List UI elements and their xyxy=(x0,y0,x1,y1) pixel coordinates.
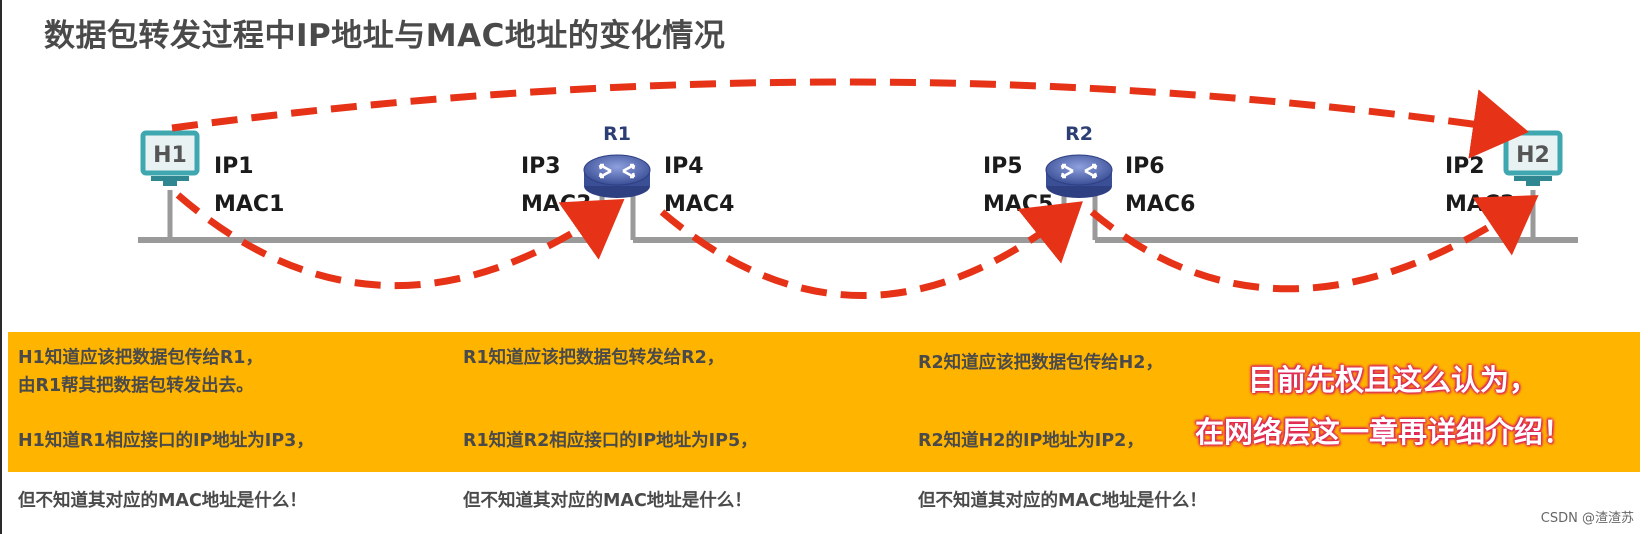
r1-right-ip-label: IP4 xyxy=(664,154,704,179)
page-title: 数据包转发过程中IP地址与MAC地址的变化情况 xyxy=(44,18,726,54)
arrow-r2-to-h2 xyxy=(1089,195,1539,293)
col1-line4: 但不知道其对应的MAC地址是什么！ xyxy=(18,491,307,511)
arrow-r1-to-r2 xyxy=(659,201,1083,299)
host-h2-icon: H2 xyxy=(1503,130,1563,186)
arrow-h1-to-h2 xyxy=(171,78,1529,159)
r1-left-ip-label: IP3 xyxy=(521,154,561,179)
col2-line3: R1知道R2相应接口的IP地址为IP5， xyxy=(463,431,758,451)
watermark: CSDN @渣渣苏 xyxy=(1540,511,1634,526)
col1-line3: H1知道R1相应接口的IP地址为IP3， xyxy=(18,431,314,451)
r1-left-mac-label: MAC3 xyxy=(521,192,591,217)
highlight-note-line2: 在网络层这一章再详细介绍！ xyxy=(1195,415,1573,449)
col2-line1: R1知道应该把数据包转发给R2， xyxy=(463,348,725,368)
r2-left-ip-label: IP5 xyxy=(983,154,1023,179)
h2-name: H2 xyxy=(1516,143,1550,168)
r1-name: R1 xyxy=(603,123,631,145)
col1-line2: 由R1帮其把数据包转发出去。 xyxy=(18,376,254,396)
host-h1-icon: H1 xyxy=(140,130,200,186)
info-band xyxy=(8,332,1640,472)
h1-ip-label: IP1 xyxy=(214,154,254,179)
network-diagram: H1 H2 R1 R2 IP1 MAC1 IP3 xyxy=(138,78,1578,299)
col2-line4: 但不知道其对应的MAC地址是什么！ xyxy=(463,491,752,511)
col3-line1: R2知道应该把数据包传给H2， xyxy=(918,353,1163,373)
arrow-h1-to-r1 xyxy=(175,192,625,290)
h2-ip-label: IP2 xyxy=(1445,154,1485,179)
h1-mac-label: MAC1 xyxy=(214,192,284,217)
router-r1-icon xyxy=(583,154,651,198)
col3-line3: R2知道H2的IP地址为IP2， xyxy=(918,431,1144,451)
router-r2-icon xyxy=(1045,154,1113,198)
r2-right-mac-label: MAC6 xyxy=(1125,192,1195,217)
h1-name: H1 xyxy=(153,143,187,168)
left-border-line xyxy=(0,0,2,534)
col3-line4: 但不知道其对应的MAC地址是什么！ xyxy=(918,491,1207,511)
r1-right-mac-label: MAC4 xyxy=(664,192,734,217)
r2-left-mac-label: MAC5 xyxy=(983,192,1053,217)
highlight-note-line1: 目前先权且这么认为， xyxy=(1248,363,1539,397)
r2-name: R2 xyxy=(1065,123,1093,145)
h2-mac-label: MAC2 xyxy=(1445,192,1515,217)
r2-right-ip-label: IP6 xyxy=(1125,154,1165,179)
col1-line1: H1知道应该把数据包传给R1， xyxy=(18,348,263,368)
